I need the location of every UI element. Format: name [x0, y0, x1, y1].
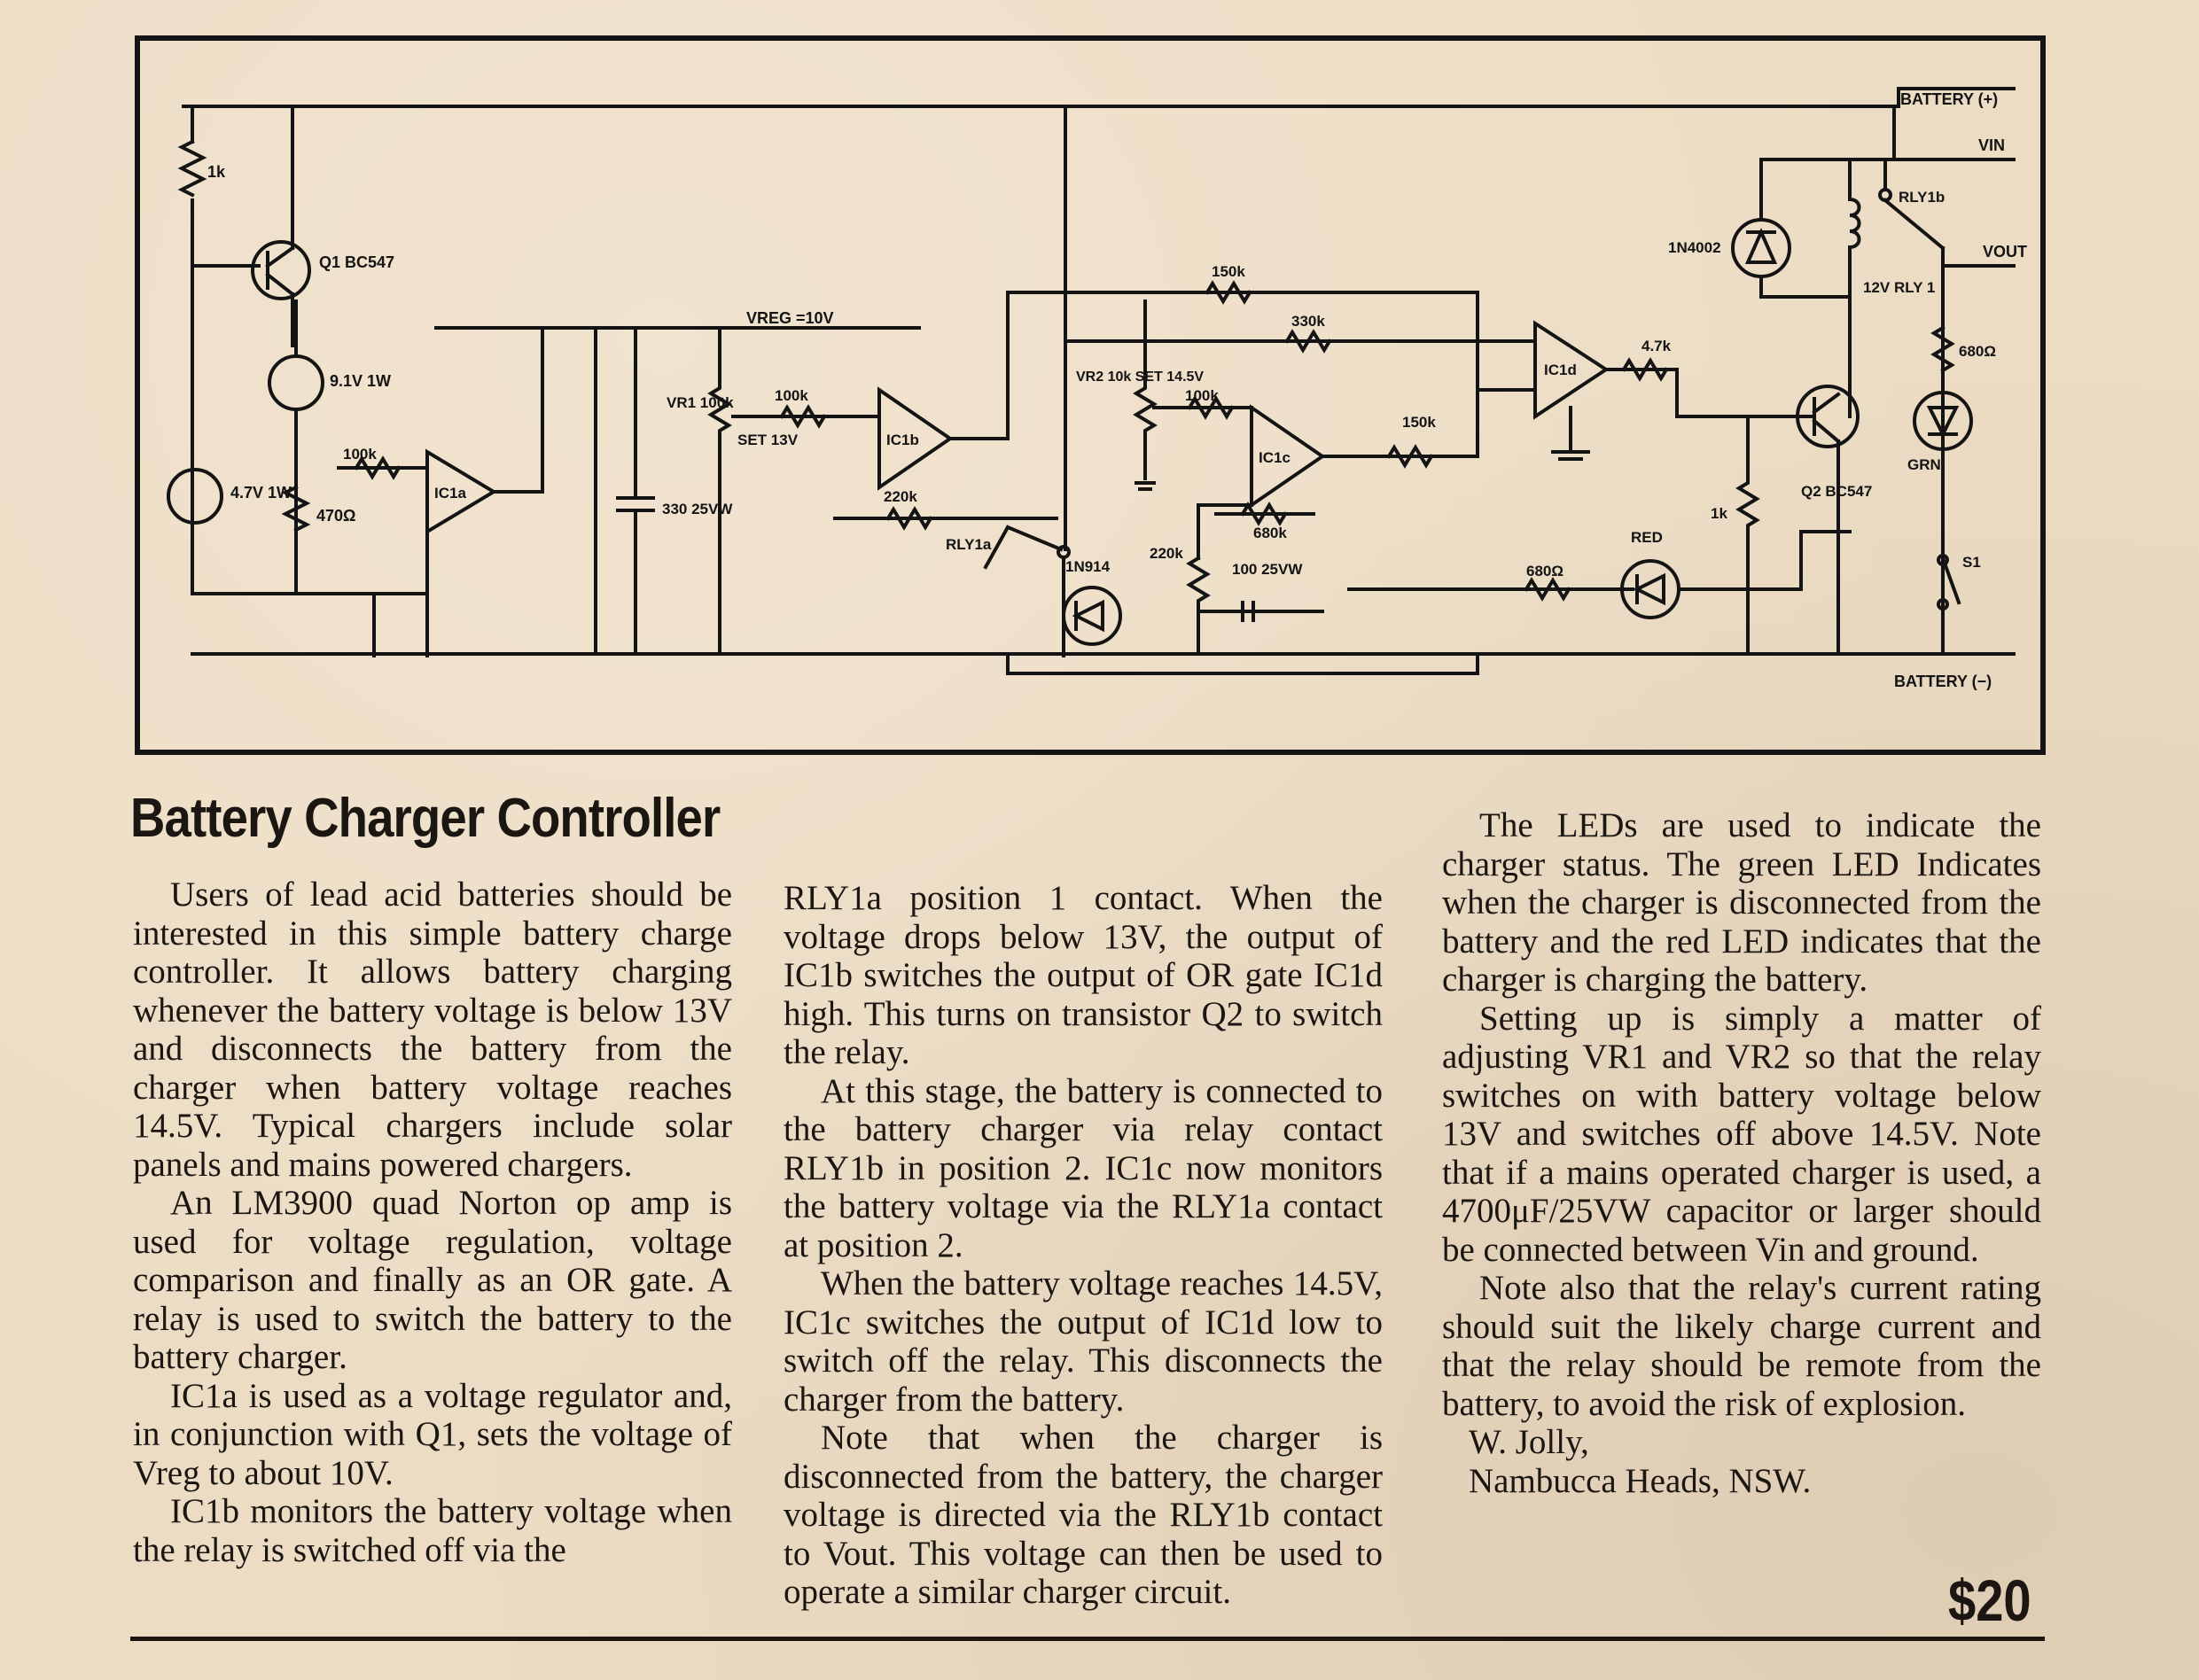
label-rly1a: RLY1a — [946, 536, 992, 553]
paragraph: At this stage, the battery is connected … — [784, 1071, 1383, 1264]
paragraph: RLY1a position 1 contact. When the volta… — [784, 879, 1383, 1071]
text-column-2: RLY1a position 1 contact. When the volta… — [784, 879, 1383, 1612]
label-vreg: VREG =10V — [746, 309, 834, 327]
paragraph: Note also that the relay's current ratin… — [1442, 1269, 2041, 1423]
bottom-rule — [130, 1637, 2045, 1641]
text-column-1: Users of lead acid batteries should be i… — [133, 875, 732, 1569]
opamp-ic1c — [1250, 404, 1326, 509]
label-r150k-mid: 150k — [1402, 414, 1436, 431]
label-zener2: 4.7V 1W — [230, 484, 292, 502]
label-q1: Q1 BC547 — [319, 253, 394, 271]
label-r680-b: 680Ω — [1959, 343, 1996, 360]
label-vout: VOUT — [1983, 243, 2027, 261]
zener-4v7 — [167, 468, 223, 525]
label-cap1: 330 25VW — [662, 501, 733, 517]
paragraph: IC1b monitors the battery voltage when t… — [133, 1492, 732, 1569]
label-r1k-top: 1k — [207, 163, 226, 181]
label-battery-pos: BATTERY (+) — [1900, 90, 1998, 108]
paragraph: Setting up is simply a matter of adjusti… — [1442, 999, 2041, 1269]
transistor-q1 — [251, 240, 311, 300]
zener-9v1 — [268, 354, 324, 411]
paragraph: Users of lead acid batteries should be i… — [133, 875, 732, 1184]
label-ic1c: IC1c — [1259, 449, 1291, 466]
label-r220k-a: 220k — [884, 488, 917, 505]
label-r470: 470Ω — [316, 507, 355, 525]
label-r680-a: 680Ω — [1526, 563, 1563, 579]
label-rly1b: RLY1b — [1899, 189, 1945, 206]
label-zener1: 9.1V 1W — [330, 372, 391, 390]
diode-1n914 — [1062, 586, 1122, 646]
label-r150k-top: 150k — [1212, 263, 1245, 280]
label-r47k: 4.7k — [1641, 338, 1672, 354]
label-diode2: 1N914 — [1065, 558, 1111, 575]
paragraph: An LM3900 quad Norton op amp is used for… — [133, 1184, 732, 1376]
opamp-ic1b — [877, 386, 954, 491]
label-r1k-q2: 1k — [1711, 505, 1727, 522]
author-name: W. Jolly, — [1469, 1423, 1589, 1461]
article-title: Battery Charger Controller — [130, 788, 721, 849]
text-column-3: The LEDs are used to indicate the charge… — [1442, 806, 2041, 1500]
label-r100k-a: 100k — [343, 446, 377, 463]
price-tag: $20 — [1948, 1567, 2031, 1633]
schematic-frame — [135, 35, 2046, 755]
label-vr1-set: SET 13V — [737, 432, 799, 448]
label-ic1b: IC1b — [886, 432, 919, 448]
opamp-ic1d — [1533, 320, 1610, 420]
author-location: Nambucca Heads, NSW. — [1469, 1461, 1812, 1500]
opamp-ic1a — [425, 448, 497, 535]
label-s1: S1 — [1962, 554, 1981, 571]
label-led-grn: GRN — [1907, 456, 1941, 473]
label-diode1: 1N4002 — [1668, 239, 1721, 256]
label-led-red: RED — [1631, 529, 1663, 546]
label-ic1d: IC1d — [1544, 362, 1577, 378]
paragraph: The LEDs are used to indicate the charge… — [1442, 806, 2041, 999]
label-ic1a: IC1a — [434, 485, 466, 502]
paragraph: When the battery voltage reaches 14.5V, … — [784, 1264, 1383, 1419]
label-r330k: 330k — [1291, 313, 1325, 330]
paragraph: Note that when the charger is disconnect… — [784, 1419, 1383, 1611]
label-r220k-b: 220k — [1150, 545, 1183, 562]
led-green — [1913, 391, 1973, 451]
label-battery-neg: BATTERY (−) — [1894, 673, 1992, 690]
label-vr2: VR2 10k SET 14.5V — [1076, 369, 1204, 385]
label-cap2: 100 25VW — [1232, 561, 1303, 578]
label-r100k-b: 100k — [775, 387, 808, 404]
circuit-schematic: BATTERY (+) BATTERY (−) VIN VOUT 1k Q1 B… — [135, 35, 2046, 755]
label-r100k-c: 100k — [1185, 387, 1219, 404]
paragraph: IC1a is used as a voltage regulator and,… — [133, 1376, 732, 1492]
label-r680k: 680k — [1253, 525, 1287, 541]
label-relay: 12V RLY 1 — [1863, 279, 1935, 296]
label-vin: VIN — [1978, 136, 2005, 154]
label-vr1: VR1 100k — [667, 394, 734, 411]
